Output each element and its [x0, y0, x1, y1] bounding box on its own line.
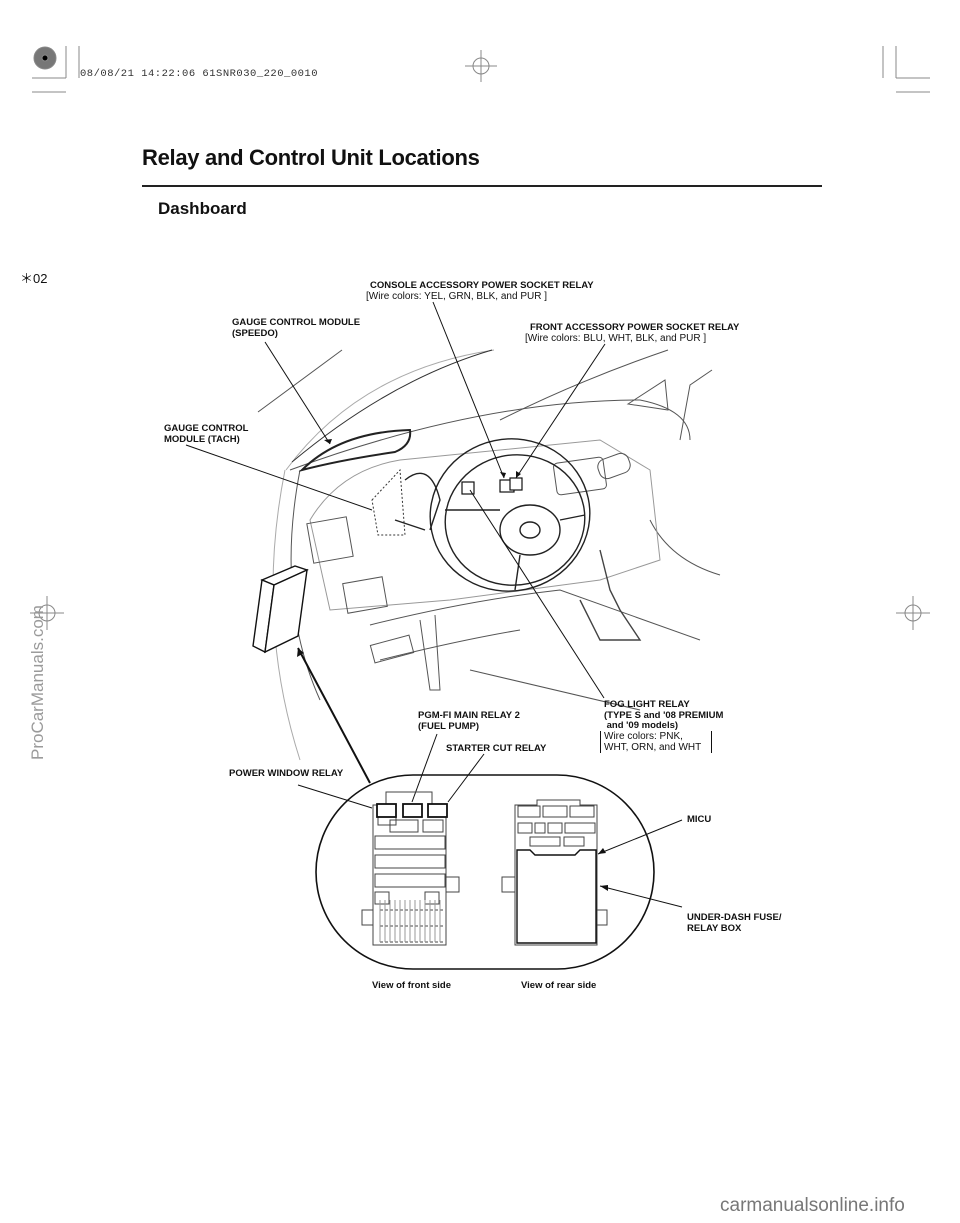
- micu-label: MICU: [687, 814, 712, 825]
- front-relay-label: FRONT ACCESSORY POWER SOCKET RELAY: [530, 322, 740, 333]
- rear-view-caption: View of rear side: [521, 980, 597, 991]
- pgm-fi-label: PGM-FI MAIN RELAY 2 (FUEL PUMP): [418, 710, 520, 732]
- page-marker: ＊02: [20, 271, 48, 286]
- front-view-caption: View of front side: [372, 980, 452, 991]
- section-title: Dashboard: [158, 199, 247, 218]
- front-relay-wires: [Wire colors: BLU, WHT, BLK, and PUR ]: [525, 333, 707, 344]
- title-rule: [142, 185, 822, 187]
- console-relay-label: CONSOLE ACCESSORY POWER SOCKET RELAY: [370, 280, 594, 291]
- power-window-label: POWER WINDOW RELAY: [229, 768, 344, 779]
- under-dash-label: UNDER-DASH FUSE/ RELAY BOX: [687, 912, 782, 934]
- console-relay-wires: [Wire colors: YEL, GRN, BLK, and PUR ]: [366, 291, 547, 302]
- print-stamp: 08/08/21 14:22:06 61SNR030_220_0010: [80, 68, 319, 80]
- fog-relay-label: FOG LIGHT RELAY (TYPE S and '08 PREMIUM …: [604, 699, 724, 731]
- bottom-watermark: carmanualsonline.info: [720, 1195, 905, 1216]
- gauge-speedo-label: GAUGE CONTROL MODULE (SPEEDO): [232, 317, 361, 339]
- fog-relay-wires: Wire colors: PNK, WHT, ORN, and WHT: [600, 731, 713, 753]
- starter-cut-label: STARTER CUT RELAY: [446, 743, 547, 754]
- side-watermark: ProCarManuals.com: [28, 605, 47, 760]
- gauge-tach-label: GAUGE CONTROL MODULE (TACH): [164, 423, 249, 445]
- page-title: Relay and Control Unit Locations: [142, 145, 480, 170]
